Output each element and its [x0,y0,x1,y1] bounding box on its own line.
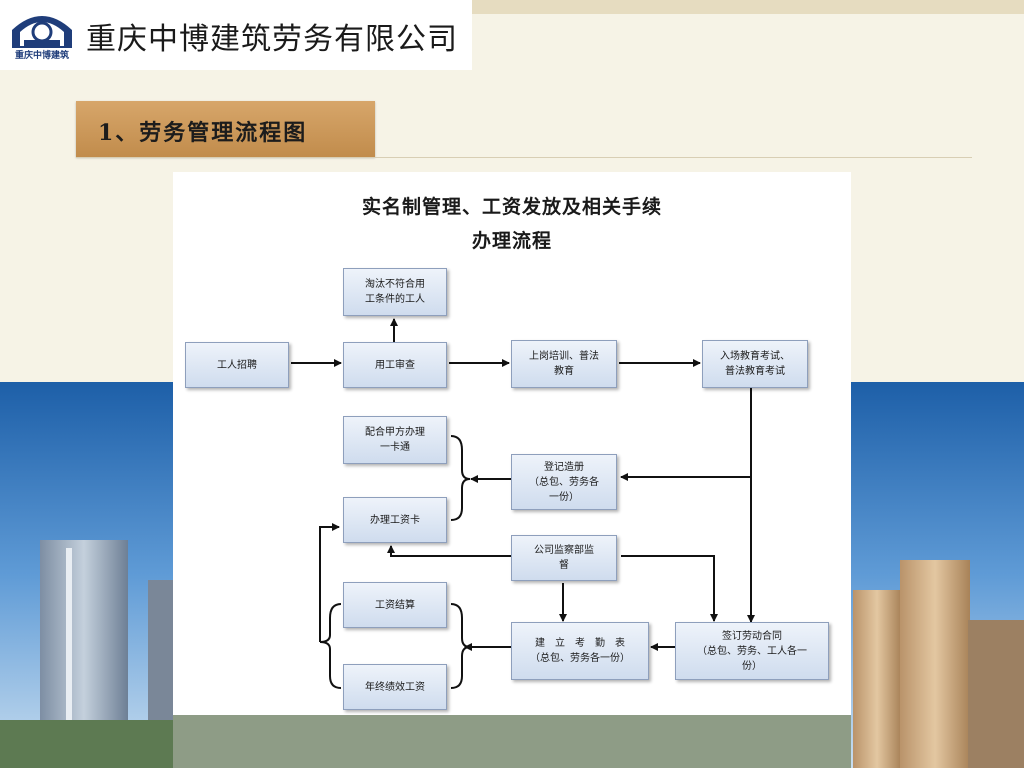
node-contract: 签订劳动合同 （总包、劳务、工人各一 份） [675,622,829,680]
node-settlement: 工资结算 [343,582,447,628]
left-tower-stripe [66,548,72,768]
company-logo-icon [12,16,72,48]
section-title-bar: 1、劳务管理流程图 [76,101,375,157]
top-pattern-strip [472,0,1024,14]
section-title: 1、劳务管理流程图 [98,120,308,146]
company-name: 重庆中博建筑劳务有限公司 [86,22,458,57]
node-recruit: 工人招聘 [185,342,289,388]
right-building-2 [968,620,1024,768]
node-supervision: 公司监察部监 督 [511,535,617,581]
node-wage-card: 办理工资卡 [343,497,447,543]
bottom-city-strip [173,715,851,768]
brace-lower-left [319,603,342,689]
node-exam: 入场教育考试、 普法教育考试 [702,340,808,388]
node-eliminate: 淘汰不符合用 工条件的工人 [343,268,447,316]
flowchart-panel: 实名制管理、工资发放及相关手续 办理流程 [173,172,851,715]
left-trees [0,720,173,768]
divider-line [76,157,972,158]
arrow-loop-wagecard [319,523,340,642]
node-review: 用工审查 [343,342,447,388]
arrow-supervision-contract [621,555,718,622]
node-bonus: 年终绩效工资 [343,664,447,710]
diagram-title-line1: 实名制管理、工资发放及相关手续 [361,196,662,218]
brace-lower-right [450,603,471,689]
flow-connectors [291,318,755,689]
logo-caption: 重庆中博建筑 [14,51,69,61]
node-training: 上岗培训、普法 教育 [511,340,617,388]
node-one-card: 配合甲方办理 一卡通 [343,416,447,464]
header-bar: 重庆中博建筑 重庆中博建筑劳务有限公司 [0,0,472,70]
node-register: 登记造册 （总包、劳务各 一份） [511,454,617,510]
node-attendance: 建 立 考 勤 表 （总包、劳务各一份） [511,622,649,680]
right-building-1 [853,590,901,768]
arrow-supervision-wagecard [387,545,511,557]
right-tower [900,560,970,768]
brace-upper [450,435,471,521]
diagram-title-line2: 办理流程 [471,230,552,252]
